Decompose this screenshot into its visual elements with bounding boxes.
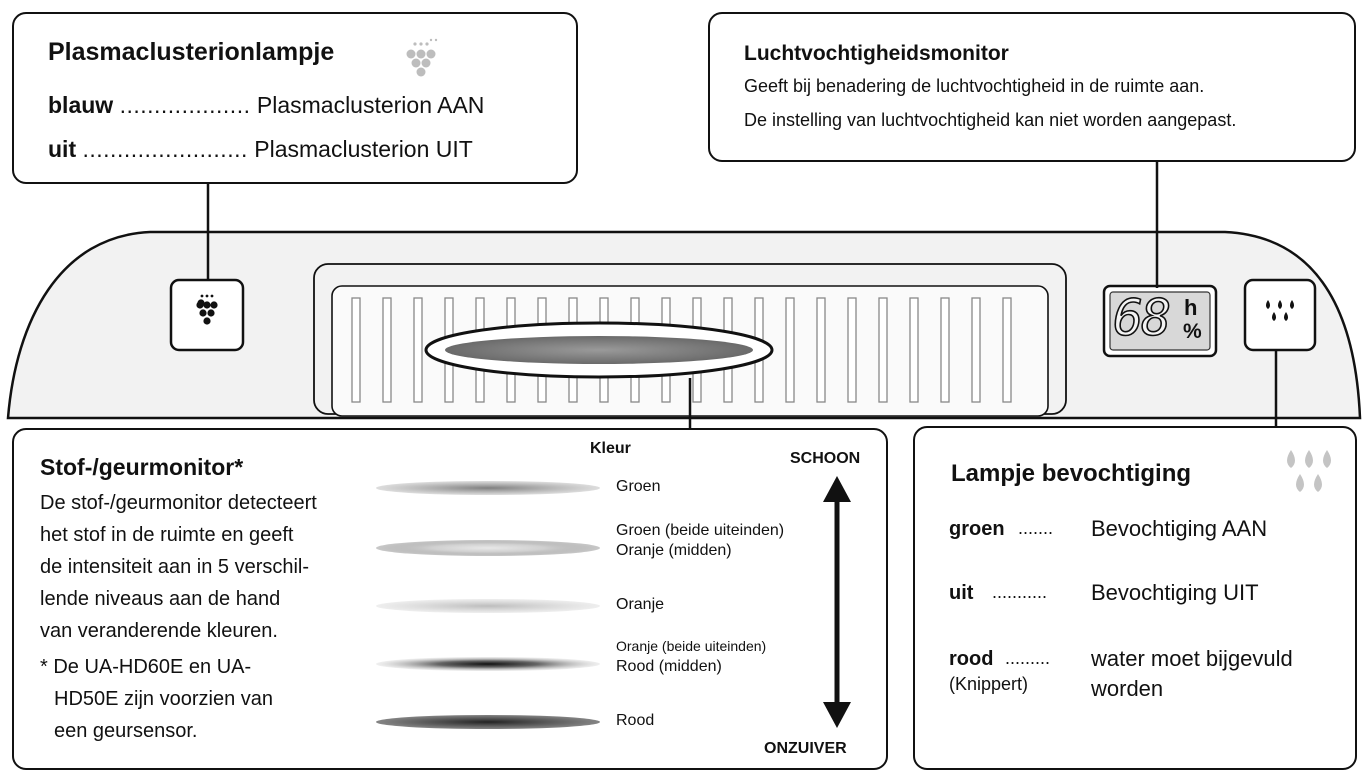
level-lamp-5 bbox=[376, 715, 600, 729]
plasma-icon bbox=[406, 38, 438, 77]
plasma-callout: Plasmaclusterionlampje blauw ...........… bbox=[12, 12, 578, 184]
humidify-row-key: rood bbox=[949, 648, 994, 670]
plasma-row-on-key: blauw bbox=[48, 92, 114, 118]
humidify-row-dots: ....... bbox=[1018, 518, 1054, 538]
humidity-display-unit-h: h bbox=[1184, 295, 1198, 320]
drops-icon bbox=[1287, 450, 1331, 492]
level-lamps bbox=[376, 481, 600, 729]
humidity-monitor-line1: Geeft bij benadering de luchtvochtigheid… bbox=[744, 76, 1205, 96]
level-label-5: Rood bbox=[616, 712, 655, 729]
humidify-row-value: Bevochtiging AAN bbox=[1091, 516, 1268, 541]
humidify-row-value: Bevochtiging UIT bbox=[1091, 580, 1259, 605]
level-lamp-1 bbox=[376, 481, 600, 495]
humidify-row-dots: ........... bbox=[992, 582, 1048, 602]
dust-monitor-callout: Stof-/geurmonitor* De stof-/geurmonitor … bbox=[12, 428, 888, 770]
level-lamp-3 bbox=[376, 599, 600, 613]
humidify-row-key: uit bbox=[949, 582, 974, 604]
level-lamp-4 bbox=[376, 657, 600, 671]
dust-note-line: een geursensor. bbox=[54, 720, 198, 742]
humidify-row-value: water moet bijgevuld bbox=[1091, 646, 1293, 671]
humidity-monitor-title: Luchtvochtigheidsmonitor bbox=[744, 42, 1009, 65]
dirty-label: ONZUIVER bbox=[764, 740, 847, 757]
clean-dirty-arrow bbox=[823, 476, 851, 728]
dust-note-line: HD50E zijn voorzien van bbox=[54, 688, 273, 710]
level-lamp-2 bbox=[376, 540, 600, 556]
dust-monitor-title: Stof-/geurmonitor* bbox=[40, 454, 244, 480]
dust-description-line: van veranderende kleuren. bbox=[40, 620, 278, 642]
dust-description-line: lende niveaus aan de hand bbox=[40, 588, 281, 610]
dust-description-line: de intensiteit aan in 5 verschil- bbox=[40, 556, 310, 578]
level-label-3: Oranje bbox=[616, 596, 665, 613]
humidify-row-sub: (Knippert) bbox=[949, 674, 1029, 694]
plasma-row-on-value: Plasmacluster­ion AAN bbox=[256, 92, 485, 118]
humidify-lamp-callout: Lampje bevochtiging groen....... Bevochti… bbox=[913, 426, 1357, 770]
humidify-row-value-line2: worden bbox=[1091, 676, 1164, 701]
plasma-row-off-value: Plasmacluster­ion UIT bbox=[254, 136, 473, 162]
level-label-2-line2: Oranje (midden) bbox=[616, 542, 732, 559]
level-label-1: Groen bbox=[616, 478, 661, 495]
level-label-4: Oranje (beide uiteinden) bbox=[616, 638, 767, 654]
plasma-row-off-key: uit bbox=[48, 136, 77, 162]
humidify-row-dots: ......... bbox=[1005, 648, 1051, 668]
dust-description-line: De stof-/geurmonitor detecteert bbox=[40, 492, 317, 514]
humidify-lamp-title: Lampje bevochtiging bbox=[951, 460, 1192, 487]
humidify-row-key: groen bbox=[949, 518, 1005, 540]
dust-description-line: het stof in de ruimte en geeft bbox=[40, 524, 294, 546]
humidity-display-unit-percent: % bbox=[1183, 320, 1202, 343]
dust-note-line: * De UA-HD60E en UA- bbox=[40, 656, 252, 678]
humidity-display-value: 68 bbox=[1112, 288, 1172, 348]
humidity-monitor-line2: De instelling van luchtvochtigheid kan n… bbox=[744, 110, 1237, 130]
level-label-4-line2: Rood (midden) bbox=[616, 658, 722, 675]
plasma-row-off-dots: ........................ bbox=[82, 136, 248, 162]
plasma-title: Plasmaclusterionlampje bbox=[48, 38, 335, 66]
level-label-2: Groen (beide uiteinden) bbox=[616, 522, 785, 539]
humidity-monitor-callout: Luchtvochtigheidsmonitor Geeft bij benad… bbox=[708, 12, 1356, 162]
plasma-row-on: blauw ................... Plasmacluster­… bbox=[48, 92, 484, 119]
plasma-row-on-dots: ................... bbox=[119, 92, 251, 118]
color-header: Kleur bbox=[590, 440, 631, 457]
clean-label: SCHOON bbox=[790, 450, 861, 467]
plasma-row-off: uit ........................ Plasmaclust… bbox=[48, 136, 473, 163]
